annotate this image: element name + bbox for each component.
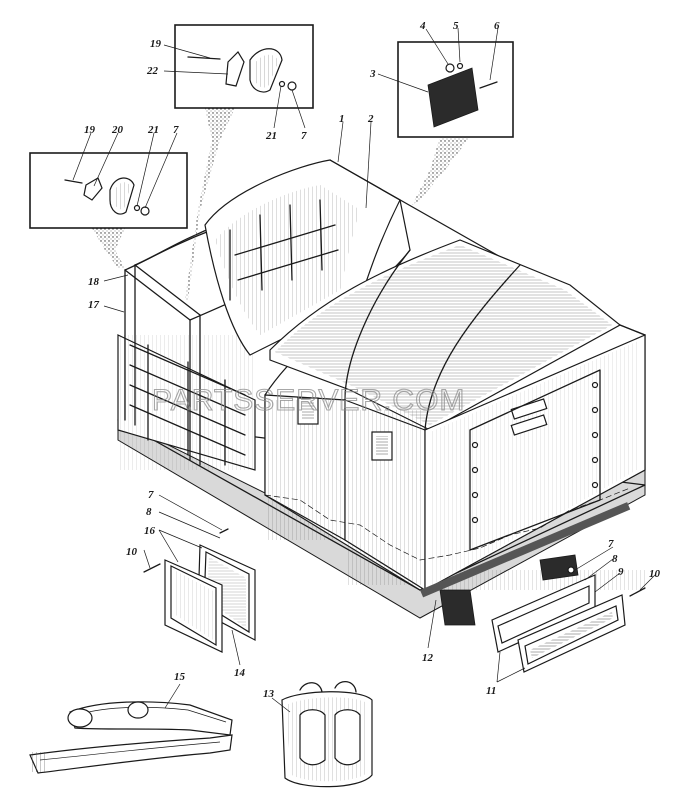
- watermark-text: PARTSSERVER.COM: [152, 384, 465, 417]
- tie-down-strap: [29, 701, 233, 774]
- callout-11: 11: [486, 685, 496, 697]
- callout-17: 17: [88, 299, 100, 311]
- inset-connector-left: [92, 228, 125, 268]
- leader-lines: [72, 27, 656, 713]
- callout-7-right: 7: [608, 538, 614, 550]
- callout-22: 22: [146, 65, 159, 77]
- callout-21-side: 21: [147, 124, 159, 136]
- callout-10-right: 10: [649, 568, 661, 580]
- callout-6: 6: [494, 20, 500, 32]
- callout-5: 5: [453, 20, 459, 32]
- inset-window-plate: [397, 41, 514, 138]
- callout-15: 15: [174, 671, 186, 683]
- callout-3: 3: [369, 68, 376, 80]
- callout-7-top: 7: [301, 130, 307, 142]
- callout-14: 14: [234, 667, 246, 679]
- callout-16: 16: [144, 525, 156, 537]
- callout-1: 1: [339, 113, 345, 125]
- callout-8-right: 8: [612, 553, 618, 565]
- callout-18: 18: [88, 276, 100, 288]
- tarp-window-side-upper: [510, 398, 548, 420]
- callout-19-top: 19: [150, 38, 162, 50]
- callout-20: 20: [111, 124, 124, 136]
- tarp-window-side-lower: [510, 414, 548, 436]
- tarp-cover: [204, 159, 646, 592]
- callout-10-left: 10: [126, 546, 138, 558]
- callout-9: 9: [618, 566, 624, 578]
- cargo-body-assembly: [117, 159, 646, 626]
- callout-8-left: 8: [146, 506, 152, 518]
- tool-bag: [281, 681, 373, 788]
- inset-hoop-bracket-top: [174, 24, 314, 109]
- side-rails: [117, 334, 256, 471]
- callout-13: 13: [263, 688, 275, 700]
- tarp-eyelets: [471, 381, 599, 524]
- callout-4: 4: [419, 20, 426, 32]
- callout-numbers: 1 2 3 4 5 6 19 22 21 7 19 20 21 7 18 17 …: [84, 20, 661, 700]
- inset-connector-top: [185, 108, 235, 300]
- callout-21-top: 21: [265, 130, 277, 142]
- window-frame-assembly-right: [491, 566, 646, 673]
- window-frame-assembly-left: [143, 528, 256, 653]
- callout-7-left: 7: [148, 489, 154, 501]
- callout-2: 2: [367, 113, 374, 125]
- inset-connector-right: [412, 137, 470, 205]
- callout-12: 12: [422, 652, 434, 664]
- inset-hoop-bracket-side: [29, 152, 188, 229]
- callout-19-side: 19: [84, 124, 96, 136]
- callout-7-side: 7: [173, 124, 179, 136]
